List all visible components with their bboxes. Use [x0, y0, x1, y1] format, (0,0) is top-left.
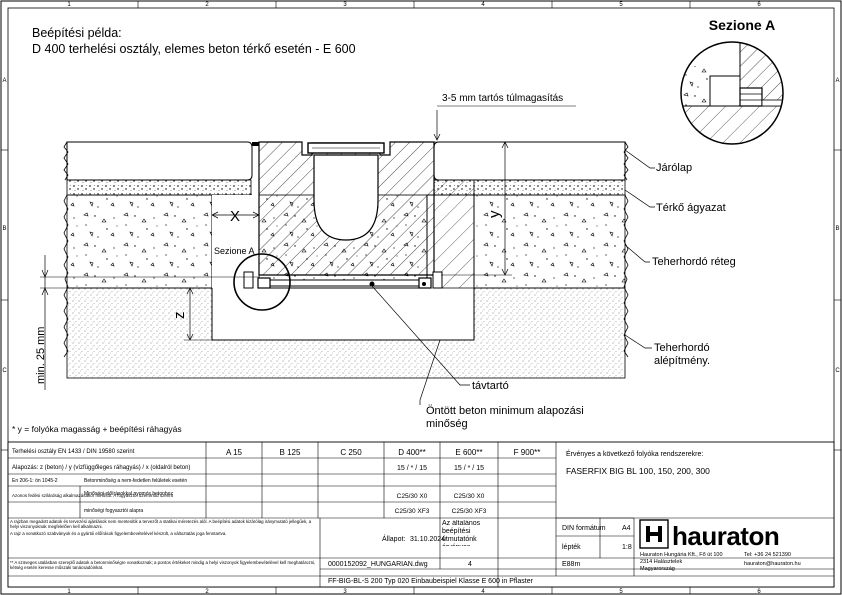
table-header: Terhelési osztály EN 1433 / DIN 19580 sz…: [12, 449, 135, 455]
concrete-e600-2: C25/30 XF3: [452, 508, 487, 515]
frame-col-5-bottom: 5: [619, 589, 623, 595]
section-a-marker-label: Sezione A: [214, 246, 255, 256]
disclaimer-1: A rajzban megadott adatok és tervezési a…: [10, 519, 312, 530]
min-25-label: min. 25 mm: [35, 327, 47, 384]
terko-label: Térkő ágyazat: [656, 202, 726, 214]
din-mid1: Betonminőség a nem-fedetlen felületek es…: [84, 478, 187, 484]
filename: 0000152092_HUNGARIAN.dwg: [328, 561, 428, 568]
alepitmeny-label-1: Teherhordó: [654, 342, 710, 354]
title-line-2: D 400 terhelési osztály, elemes beton té…: [32, 42, 356, 56]
title-block: Terhelési osztály EN 1433 / DIN 19580 sz…: [7, 441, 835, 588]
break-edge-right: [623, 141, 629, 358]
frame-col-2: 2: [205, 2, 209, 8]
frame-col-6: 6: [757, 2, 761, 8]
frame-col-4: 4: [481, 2, 485, 8]
disclaimer-2: A rajz a vonatkozó szabványok és a gyárt…: [10, 531, 227, 537]
din-left: En 206-1: ön 1045-2: [12, 478, 58, 484]
overheight-label: 3-5 mm tartós túlmagasítás: [442, 93, 563, 104]
dim-y-label: y: [486, 210, 503, 218]
disclaimer-3: ** A szöveges utalásban szereplő adatok …: [10, 560, 316, 571]
din-mid2: Minőségi előírásokkal nyomós betonhoz: [84, 491, 173, 497]
frame-row-c: C: [2, 368, 7, 374]
frame-col-3: 3: [343, 2, 347, 8]
frame-col-2-bottom: 2: [205, 589, 209, 595]
drawing-title: FF-BIG-BL-S 200 Typ 020 Einbaubeispiel K…: [328, 578, 534, 585]
class-b125: B 125: [280, 448, 301, 457]
dim-z-label: z: [171, 312, 188, 320]
concrete-d400-1: C25/30 X0: [397, 493, 428, 500]
row2-label: Alapozás: z (beton) / y (vízfüggőleges r…: [12, 465, 190, 471]
email: hauraton@hauraton.hu: [744, 561, 801, 567]
telephone: Tel: +36 24 521390: [744, 552, 791, 558]
din-left2: Azonos fedési szilárdság alkalmazásakor …: [12, 493, 174, 498]
address-1: Hauraton Hungária Kft., Fő út 100: [640, 552, 723, 558]
valid-title: Érvényes a következő folyóka rendszerekr…: [566, 449, 703, 458]
section-a-detail: [680, 41, 784, 145]
din-mid3: minőségi fogyasztói alapra: [84, 508, 143, 514]
frame-row-c-right: C: [835, 368, 840, 374]
frame-row-a: A: [2, 78, 6, 84]
channel-cavity: [313, 154, 379, 241]
paving-slab-left: [66, 141, 253, 181]
cross-section: 3-5 mm tartós túlmagasítás Sezione A X y…: [12, 93, 736, 434]
class-a15: A 15: [226, 448, 243, 457]
footnote: * y = folyóka magasság + beépítési ráhag…: [12, 424, 182, 434]
tavtarto-label: távtartó: [472, 380, 509, 392]
break-edge-left: [63, 141, 69, 358]
frame-col-4-bottom: 4: [481, 589, 485, 595]
concrete-d400-2: C25/30 XF3: [395, 508, 430, 515]
status-label: Állapot:: [382, 534, 405, 543]
alepitmeny-label-2: alépítmény.: [654, 355, 710, 367]
address-2: 2314 Halásztelek: [640, 559, 682, 565]
class-d400: D 400**: [398, 448, 426, 457]
section-title: Sezione A: [709, 17, 775, 33]
section-a-marker: [233, 253, 291, 311]
valid-value: FASERFIX BIG BL 100, 150, 200, 300: [566, 466, 710, 476]
frame-col-3-bottom: 3: [343, 589, 347, 595]
paving-slab-right: [433, 141, 626, 181]
scale-label: lépték: [562, 544, 581, 551]
address-3: Magyarország: [640, 566, 675, 572]
scale-value: 1:8: [622, 544, 632, 551]
bedding-layer: [66, 179, 252, 196]
din-format-label: DIN formátum: [562, 525, 606, 532]
code: E88m: [562, 561, 580, 568]
beton-label-2: minőség: [426, 418, 468, 430]
concrete-haunch-left: [212, 180, 259, 288]
row2-e600: 15 / * / 15: [454, 465, 484, 472]
frame-col-1-bottom: 1: [67, 589, 71, 595]
teherhordo-label: Teherhordó réteg: [652, 256, 736, 268]
frame-col-6-bottom: 6: [757, 589, 761, 595]
spacer-rail: [258, 279, 432, 287]
frame-row-a-right: A: [835, 78, 839, 84]
hauraton-logo: hauraton: [639, 519, 780, 551]
title-line-1: Beépítési példa:: [32, 26, 122, 40]
beton-label-1: Öntött beton minimum alapozási: [426, 405, 584, 417]
sheet-number: 4: [468, 561, 472, 568]
class-f900: F 900**: [514, 448, 541, 457]
class-c250: C 250: [340, 448, 362, 457]
frame-col-5: 5: [619, 2, 623, 8]
general-note: Az általános beépítési útmutatónk érvény…: [442, 520, 481, 546]
status-date: 31.10.2024: [410, 536, 445, 543]
frame-col-1: 1: [67, 2, 71, 8]
jarolap-label: Járólap: [656, 162, 692, 174]
concrete-e600-1: C25/30 X0: [454, 493, 485, 500]
brand-name: hauraton: [672, 521, 779, 551]
frame-row-b-right: B: [835, 226, 839, 232]
frame-row-b: B: [2, 226, 6, 232]
row2-d400: 15 / * / 15: [397, 465, 427, 472]
dim-x-label: X: [230, 208, 240, 225]
class-e600: E 600**: [455, 448, 482, 457]
din-format-value: A4: [622, 525, 631, 532]
